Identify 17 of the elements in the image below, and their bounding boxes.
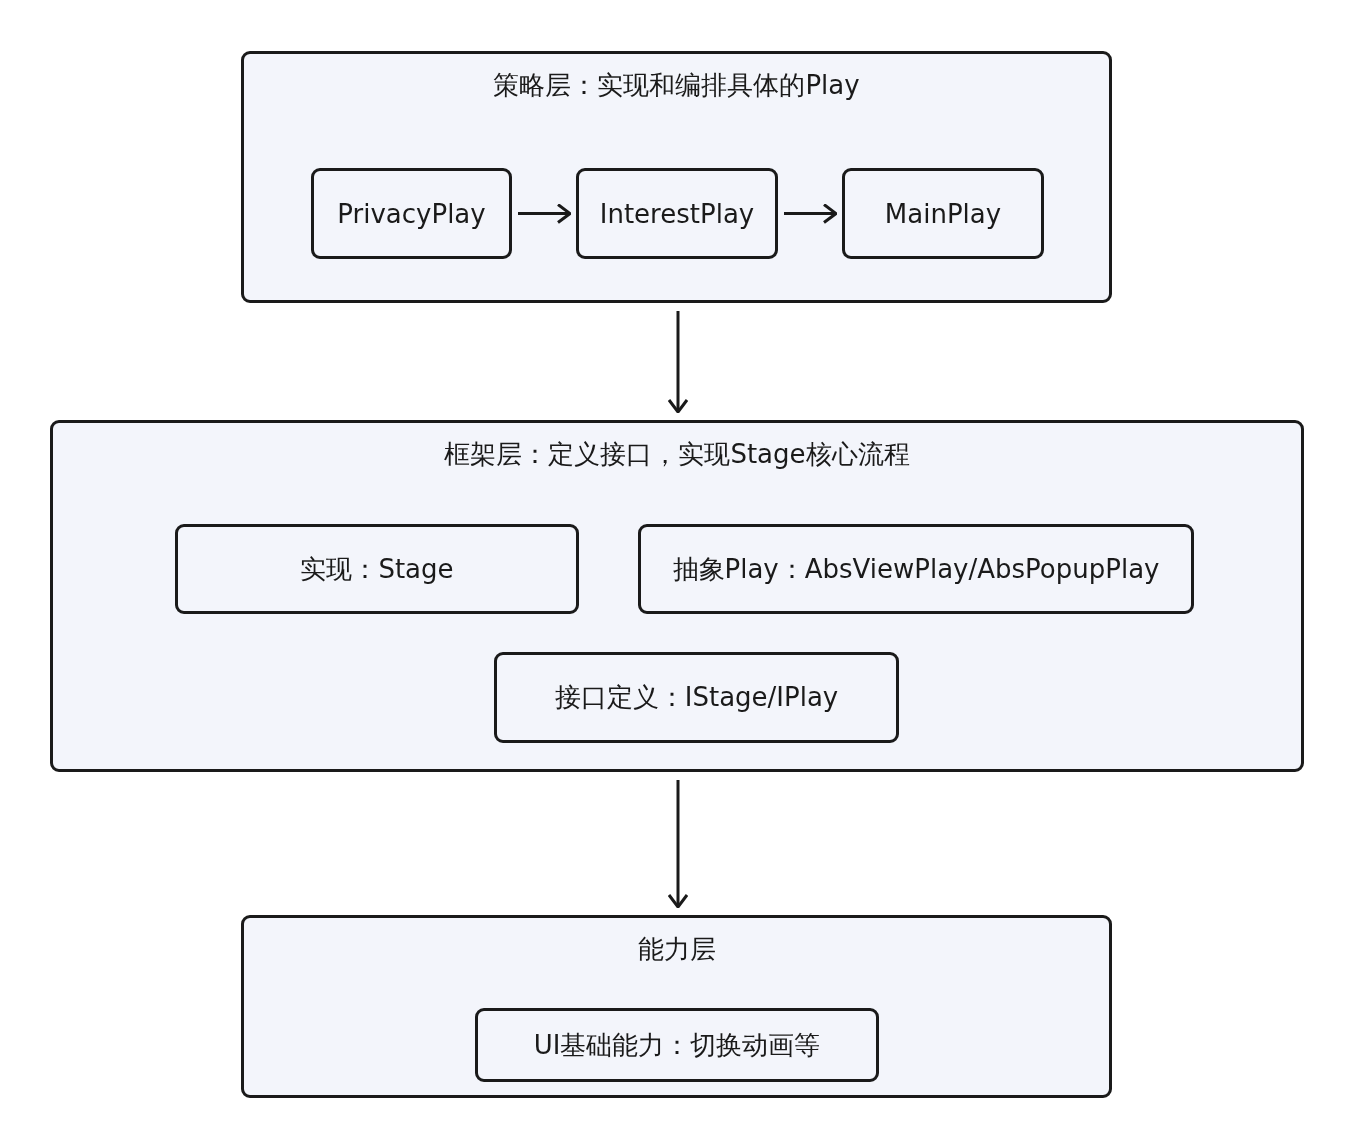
module-box: 实现：Stage [175, 524, 579, 614]
arrow [667, 780, 689, 909]
layer-title: 能力层 [636, 933, 717, 966]
module-box: UI基础能力：切换动画等 [475, 1008, 879, 1082]
module-box: MainPlay [842, 168, 1044, 259]
module-box: 接口定义：IStage/IPlay [494, 652, 899, 743]
module-box: 抽象Play：AbsViewPlay/AbsPopupPlay [638, 524, 1194, 614]
arrow [518, 203, 572, 224]
arrow [667, 311, 689, 414]
module-box: InterestPlay [576, 168, 778, 259]
layer-title: 框架层：定义接口，实现Stage核心流程 [443, 438, 911, 471]
layer-box [241, 915, 1112, 1098]
arrow [784, 203, 838, 224]
layer-box [50, 420, 1304, 772]
layer-box [241, 51, 1112, 303]
layer-title: 策略层：实现和编排具体的Play [492, 69, 861, 102]
module-box: PrivacyPlay [311, 168, 512, 259]
